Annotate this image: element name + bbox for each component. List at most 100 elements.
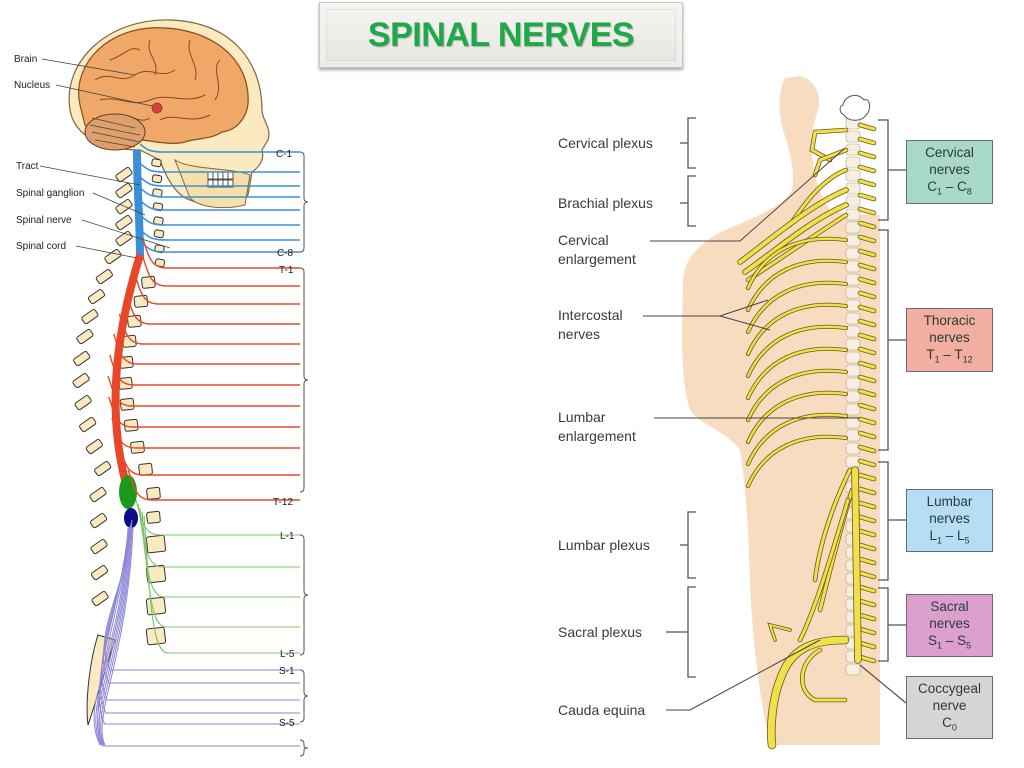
cervical-nerve <box>141 216 300 226</box>
box-cervical-range: C1 – C8 <box>927 179 972 197</box>
box-sacral-range: S1 – S5 <box>927 633 972 651</box>
vertebral-body <box>119 397 135 411</box>
nerve <box>858 375 876 383</box>
nerve-outline <box>812 147 849 178</box>
box-lumbar-nerves: Lumbar nerves L1 – L5 <box>906 489 993 552</box>
vertebral-body <box>145 596 167 616</box>
vertebral-process <box>90 565 109 581</box>
nerve <box>798 498 850 642</box>
vertebra <box>845 533 861 546</box>
nerve-outline <box>857 626 877 636</box>
nerve-outline <box>857 178 877 188</box>
nerve <box>858 137 876 145</box>
nerve <box>858 487 876 495</box>
nerve-outline <box>745 280 849 335</box>
coccygeal-nerve <box>97 519 300 747</box>
vertebra <box>845 273 861 286</box>
thoracic-nerve <box>107 375 300 407</box>
brace-sacral <box>299 669 309 723</box>
vertebral-column <box>845 117 861 676</box>
nerve-lines <box>97 143 300 747</box>
nerve-outline <box>857 542 877 552</box>
vertebral-process <box>90 539 108 555</box>
vertebral-process <box>115 199 133 215</box>
nerve <box>858 585 876 593</box>
nerve-outline <box>857 332 877 342</box>
vertebral-process <box>74 395 92 411</box>
box-coccygeal-title: Coccygeal <box>917 681 982 696</box>
nerve <box>852 467 861 663</box>
nerve <box>746 369 848 422</box>
brace-coccygeal <box>299 739 309 757</box>
nerve <box>858 235 876 243</box>
segment-l5: L-5 <box>280 649 295 660</box>
leader-lines <box>39 58 171 259</box>
vertebral-process <box>94 461 112 477</box>
nerve-outline <box>857 360 877 370</box>
nerve-outline <box>745 302 849 357</box>
label-lumbar-enlargement-2: enlargement <box>558 428 636 444</box>
label-brachial-plexus: Brachial plexus <box>558 195 653 211</box>
segment-t12: T-12 <box>273 497 293 508</box>
nerve-outline <box>742 202 849 275</box>
nerve-outline <box>766 635 850 750</box>
nerve <box>858 333 876 341</box>
lumbar-nerve <box>135 499 300 536</box>
vertebral-process <box>89 487 107 503</box>
vertebral-body <box>151 158 162 168</box>
vertebra <box>845 416 861 429</box>
nerve-outline <box>857 136 877 146</box>
vertebral-body <box>146 510 161 524</box>
nerve-outline <box>857 514 877 524</box>
vertebra <box>845 221 861 234</box>
box-thoracic-nerves: Thoracic nerves T1 – T12 <box>906 308 993 372</box>
nerve <box>746 213 848 282</box>
nerve <box>743 203 848 274</box>
nerve <box>746 435 848 488</box>
label-cervical-enlargement-2: enlargement <box>558 251 636 267</box>
vertebral-body <box>127 314 142 328</box>
nerve <box>768 623 791 641</box>
vertebral-process <box>87 289 106 305</box>
right-brackets <box>859 119 907 704</box>
label-sacral-plexus: Sacral plexus <box>558 624 642 640</box>
vertebra <box>845 507 861 520</box>
lumbar-nerve <box>139 507 300 598</box>
cervical-nerve <box>142 231 300 241</box>
thoracic-nerve <box>134 273 300 305</box>
box-coccygeal-range: C0 <box>942 715 957 733</box>
nerve <box>858 361 876 369</box>
vertebra <box>845 130 861 143</box>
nerve-outline <box>797 497 851 643</box>
cervical-nerve <box>140 177 300 187</box>
nerve-outline <box>817 487 855 613</box>
vertebra <box>845 377 861 390</box>
nerve <box>818 488 854 612</box>
nerve <box>858 445 876 453</box>
vertebra <box>845 260 861 273</box>
vertebra <box>845 611 861 624</box>
cervical-nerve <box>141 201 300 211</box>
vertebral-body <box>151 174 163 184</box>
thoracic-nerve <box>141 237 300 269</box>
nerve <box>858 529 876 537</box>
box-lumbar-line2: nerves <box>929 511 970 526</box>
label-spinal-ganglion: Spinal ganglion <box>16 188 84 199</box>
vertebra <box>845 650 861 663</box>
nerve-outline <box>857 318 877 328</box>
nerve-outline <box>857 486 877 496</box>
nerve <box>813 468 852 582</box>
nerve-outline <box>857 164 877 174</box>
vertebra <box>845 182 861 195</box>
vertebra <box>845 494 861 507</box>
nerve <box>746 303 848 356</box>
nerve-outline <box>745 390 849 445</box>
vertebral-process <box>104 249 122 265</box>
vertebral-body <box>145 534 167 554</box>
cauda-strand <box>101 527 134 746</box>
nerve-outline <box>857 374 877 384</box>
vertebra <box>845 156 861 169</box>
cauda-strand <box>95 527 130 746</box>
nerve-outline <box>857 472 877 482</box>
vertebra <box>845 572 861 585</box>
